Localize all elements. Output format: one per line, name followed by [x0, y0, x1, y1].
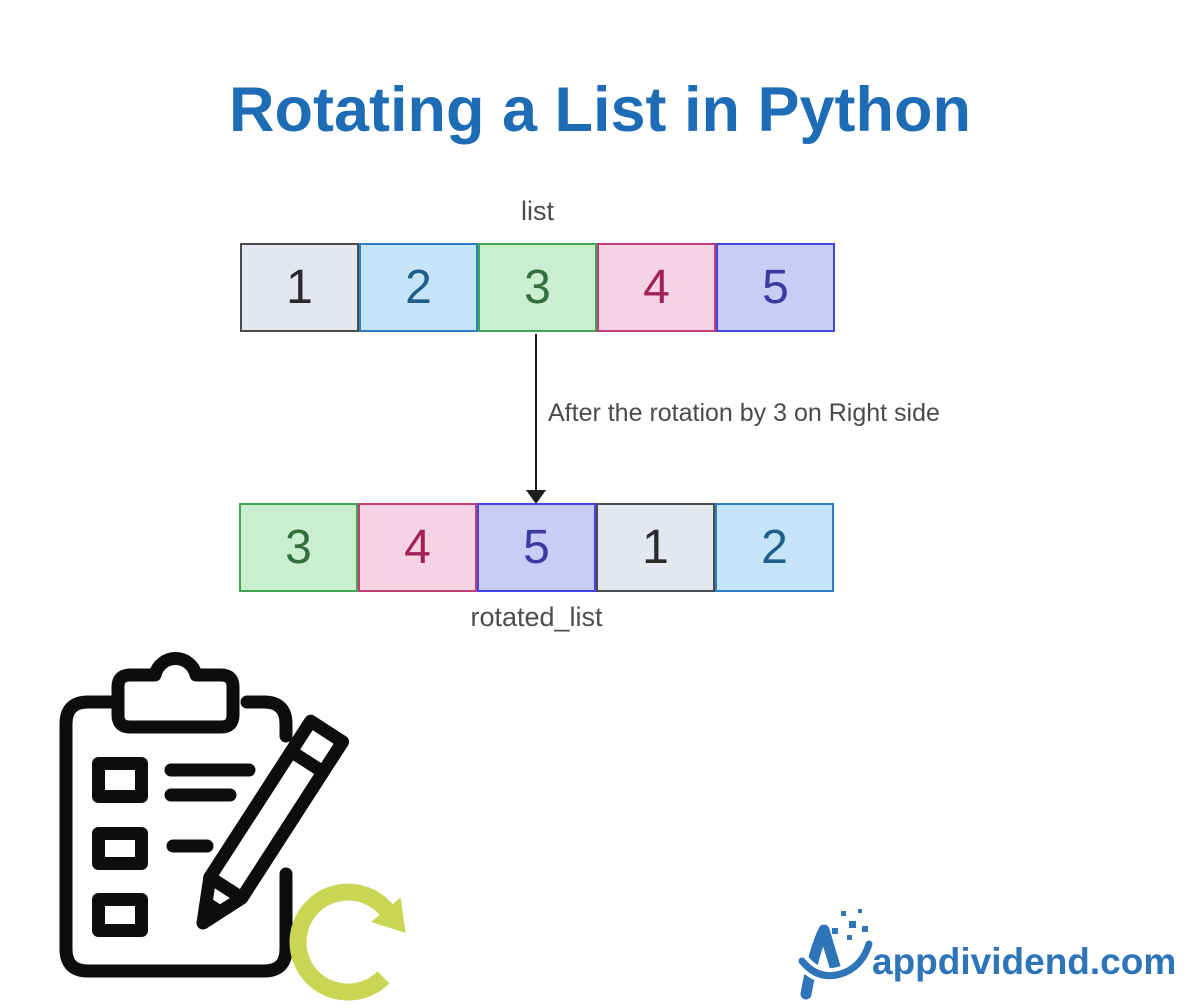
original-list-row: 1 2 3 4 5	[240, 243, 835, 332]
list-cell: 3	[478, 243, 597, 332]
list-cell: 4	[358, 503, 477, 592]
brand-text: appdividend.com	[872, 941, 1177, 982]
rotated-list-row: 3 4 5 1 2	[239, 503, 834, 592]
list-cell: 3	[239, 503, 358, 592]
list-cell: 5	[477, 503, 596, 592]
list-cell: 2	[715, 503, 834, 592]
list-cell: 1	[596, 503, 715, 592]
clipboard-body-topright	[240, 695, 293, 743]
list-cell: 4	[597, 243, 716, 332]
original-list-label: list	[521, 196, 554, 226]
down-arrow-head-icon	[526, 490, 546, 504]
logo-swoosh	[798, 940, 873, 980]
logo-a-legs	[800, 924, 842, 1000]
checkbox-icon	[92, 893, 148, 937]
clipboard-body	[59, 695, 293, 978]
page-title: Rotating a List in Python	[229, 75, 971, 145]
checkbox-icon	[92, 757, 148, 803]
checkbox-icon	[92, 827, 148, 870]
list-cell: 5	[716, 243, 835, 332]
rotate-clockwise-icon	[289, 883, 406, 1001]
list-cell: 2	[359, 243, 478, 332]
pencil-icon	[196, 714, 350, 930]
clipboard-clip	[111, 652, 240, 734]
down-arrow-icon	[535, 334, 537, 492]
clipboard-checklist-icon	[59, 652, 406, 1001]
rotation-annotation: After the rotation by 3 on Right side	[548, 399, 940, 427]
list-cell: 1	[240, 243, 359, 332]
pencil-cap-divider	[284, 744, 330, 779]
pencil-tip-divider	[203, 870, 249, 905]
pencil-tip	[203, 897, 225, 923]
logo-pixel-dots	[832, 909, 868, 940]
rotated-list-label: rotated_list	[470, 602, 603, 632]
appdividend-a-logo-icon	[795, 909, 877, 1000]
